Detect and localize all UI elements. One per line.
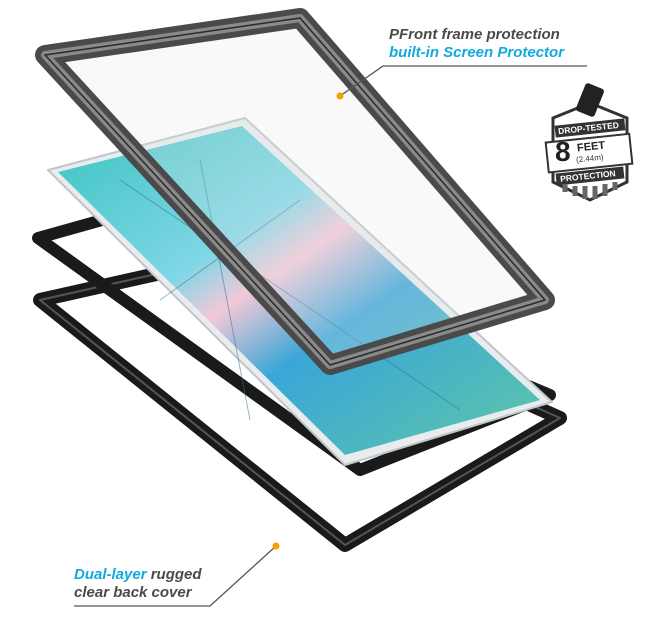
callout-line-bottom [74, 545, 277, 607]
callout-bottom-rest: rugged [146, 566, 202, 583]
callout-bottom: Dual-layer rugged clear back cover [74, 566, 202, 602]
badge-number: 8 [555, 136, 571, 167]
phone-drop-icon [576, 83, 604, 117]
callout-top-line1: PFront frame protection [389, 26, 560, 43]
callout-dot-bottom [272, 542, 280, 550]
callout-line-top [339, 65, 587, 97]
callout-bottom-highlight: Dual-layer [74, 566, 147, 583]
callout-dot-top [336, 92, 344, 100]
front-frame [35, 8, 555, 375]
callout-bottom-line2: clear back cover [74, 584, 192, 601]
callout-top-line2: built-in Screen Protector [389, 44, 565, 61]
callout-top: PFront frame protection built-in Screen … [389, 26, 564, 62]
drop-tested-badge [544, 83, 634, 202]
